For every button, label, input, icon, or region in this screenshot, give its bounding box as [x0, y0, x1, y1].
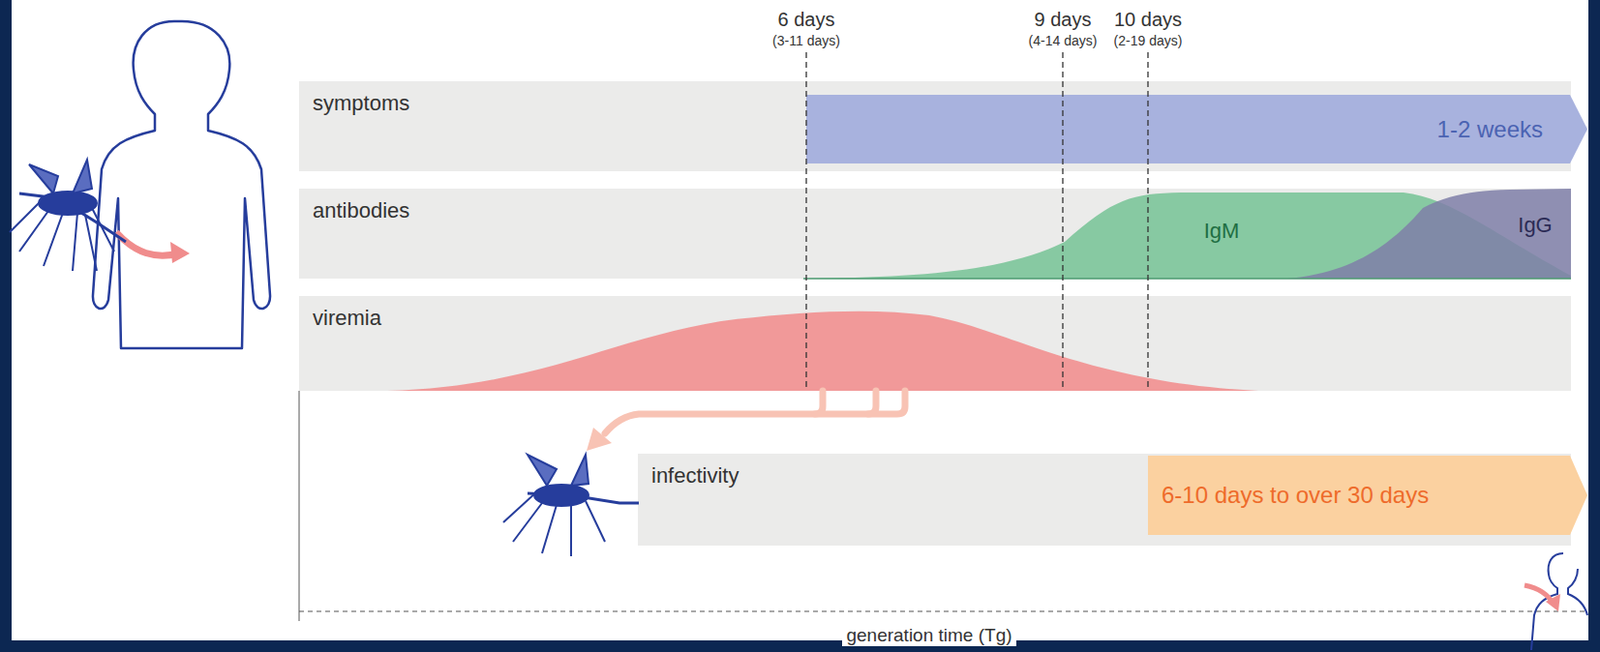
- band-title: antibodies: [312, 198, 410, 224]
- day-label: 10 days: [1114, 8, 1182, 31]
- duration-arrow: 6-10 days to over 30 days: [1147, 455, 1588, 536]
- duration-label: 6-10 days to over 30 days: [1161, 482, 1429, 510]
- duration-arrow: 1-2 weeks: [806, 94, 1588, 164]
- axis-label: generation time (Tg): [842, 625, 1016, 647]
- duration-label: 1-2 weeks: [1437, 116, 1543, 144]
- band-title: infectivity: [651, 463, 739, 489]
- band-title: symptoms: [312, 90, 410, 117]
- day-label: 6 days: [778, 8, 836, 31]
- band-antibodies: antibodies: [299, 188, 1571, 279]
- day-label: 9 days: [1034, 8, 1092, 31]
- day-range: (3-11 days): [772, 32, 841, 49]
- antibody-label: IgM: [1204, 218, 1240, 244]
- band-symptoms: symptoms 1-2 weeks: [299, 81, 1571, 172]
- day-range: (2-19 days): [1114, 32, 1183, 49]
- band-viremia: viremia: [299, 296, 1571, 392]
- antibody-label: IgG: [1517, 212, 1552, 239]
- band-title: viremia: [312, 305, 382, 332]
- day-range: (4-14 days): [1028, 32, 1098, 49]
- band-infectivity: infectivity 6-10 days to over 30 days: [637, 453, 1571, 546]
